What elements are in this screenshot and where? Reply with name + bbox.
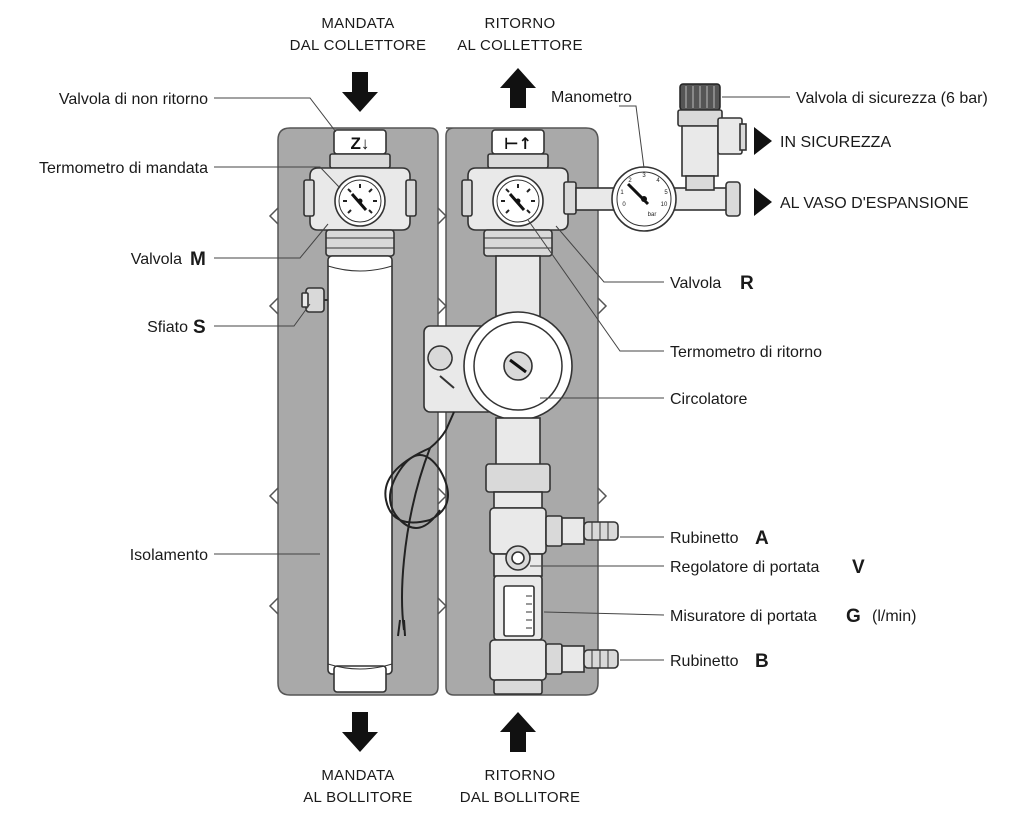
bottom-mandata-line2: AL BOLLITORE [303, 789, 412, 806]
left-pipe [327, 255, 393, 675]
label-vaso-espansione: AL VASO D'ESPANSIONE [780, 195, 969, 212]
manometer: 0 12 3 45 10 bar [611, 166, 677, 232]
bottom-ritorno-line2: DAL BOLLITORE [460, 789, 581, 806]
arrow-right-vaso [754, 188, 772, 216]
label-valvola-r: Valvola [670, 275, 721, 292]
arrow-right-sicurezza [754, 127, 772, 155]
arrow-down-bottom-left [342, 712, 378, 752]
label-non-ritorno: Valvola di non ritorno [59, 91, 208, 108]
svg-text:3: 3 [642, 173, 646, 179]
pump-cable [384, 411, 455, 637]
sfiato-vent [301, 287, 328, 313]
left-flange-symbol: Z↓ [351, 134, 370, 153]
arrow-up-top-right [500, 68, 536, 108]
svg-text:10: 10 [661, 202, 668, 208]
label-rubinetto-b-code: B [755, 651, 769, 672]
leader-lines-left [214, 97, 341, 555]
regolatore-portata [493, 545, 543, 577]
label-termometro-mandata: Termometro di mandata [39, 160, 208, 177]
arrow-up-bottom-right [500, 712, 536, 752]
svg-text:0: 0 [622, 202, 626, 208]
top-mandata-line2: DAL COLLETTORE [290, 37, 427, 54]
svg-text:4: 4 [656, 178, 660, 184]
label-misuratore: Misuratore di portata [670, 608, 817, 625]
arrow-down-top-left [342, 72, 378, 112]
safety-valve [677, 83, 747, 191]
label-in-sicurezza: IN SICUREZZA [780, 134, 891, 151]
misuratore-portata [493, 575, 543, 641]
label-rubinetto-b: Rubinetto [670, 653, 739, 670]
bottom-mandata-line1: MANDATA [321, 767, 394, 784]
svg-text:5: 5 [664, 190, 668, 196]
circulator-pump [423, 255, 573, 493]
label-valvola-r-code: R [740, 273, 754, 294]
top-ritorno-line2: AL COLLETTORE [457, 37, 583, 54]
rubinetto-b [489, 639, 619, 695]
label-circolatore: Circolatore [670, 391, 747, 408]
label-misuratore-code: G [846, 606, 861, 627]
svg-text:2: 2 [628, 178, 632, 184]
flow-arrows [342, 68, 772, 752]
label-sfiato: Sfiato [147, 319, 188, 336]
label-rubinetto-a-code: A [755, 528, 769, 549]
label-valvola-m: Valvola [131, 251, 182, 268]
shell-notches [268, 207, 608, 615]
svg-text:1: 1 [620, 190, 624, 196]
right-flange-symbol: ⊢↑ [504, 134, 532, 153]
valve-m [303, 167, 417, 257]
valve-r [461, 167, 577, 257]
rubinetto-a [489, 507, 619, 555]
label-valvola-m-code: M [190, 249, 206, 270]
label-misuratore-unit: (l/min) [872, 608, 916, 625]
manometer-unit: bar [648, 212, 657, 218]
label-termometro-ritorno: Termometro di ritorno [670, 344, 822, 361]
top-ritorno-line1: RITORNO [485, 15, 556, 32]
label-valvola-sicurezza: Valvola di sicurezza (6 bar) [796, 90, 988, 107]
label-isolamento: Isolamento [130, 547, 208, 564]
label-sfiato-code: S [193, 317, 206, 338]
label-manometro: Manometro [551, 89, 632, 106]
leader-lines-right [527, 96, 790, 661]
top-mandata-line1: MANDATA [321, 15, 394, 32]
label-rubinetto-a: Rubinetto [670, 530, 739, 547]
label-regolatore-code: V [852, 557, 865, 578]
bottom-ritorno-line1: RITORNO [485, 767, 556, 784]
label-regolatore: Regolatore di portata [670, 559, 820, 576]
